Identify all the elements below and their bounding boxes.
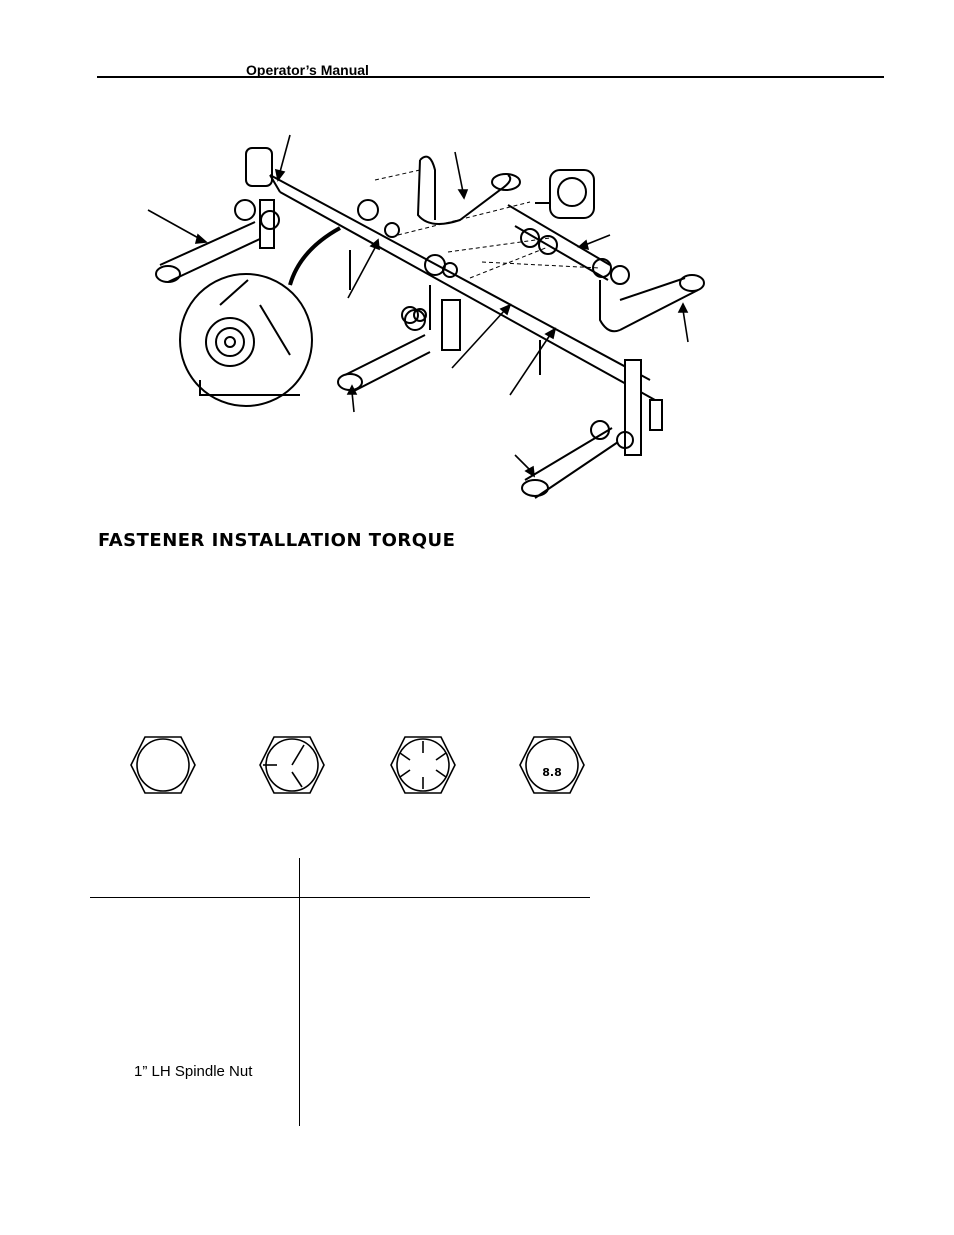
table-column-divider (299, 858, 300, 1126)
table-cell-fastener: 1” LH Spindle Nut (134, 1063, 253, 1080)
callout-arrow (514, 454, 535, 478)
belt-drive-diagram (147, 134, 705, 499)
bolt-head-three-marks (259, 736, 325, 794)
section-title: FASTENER INSTALLATION TORQUE (98, 530, 456, 551)
callout-arrow (451, 303, 512, 369)
callout-arrow (454, 151, 469, 200)
callout-arrow (577, 234, 611, 251)
header-rule (97, 76, 884, 78)
bolt-head-metric: 8.8 (519, 736, 585, 794)
table-header-rule (90, 897, 590, 898)
callout-arrow (346, 384, 358, 413)
right-rear-spindle-belt (599, 274, 705, 333)
center-spindle-belt (337, 334, 431, 393)
left-spindle-belt (155, 221, 263, 283)
bolt-head-plain (130, 736, 196, 794)
metric-grade-label: 8.8 (542, 766, 562, 779)
callout-arrow (147, 209, 208, 244)
bolt-head-six-marks (390, 736, 456, 794)
callout-arrow (677, 302, 689, 343)
page-header-title: Operator’s Manual (246, 62, 369, 78)
detail-magnifier (179, 226, 341, 407)
callout-arrow (274, 134, 291, 182)
callout-arrow (509, 327, 557, 396)
front-spindle-belt (521, 427, 619, 499)
callout-arrow (347, 238, 380, 299)
